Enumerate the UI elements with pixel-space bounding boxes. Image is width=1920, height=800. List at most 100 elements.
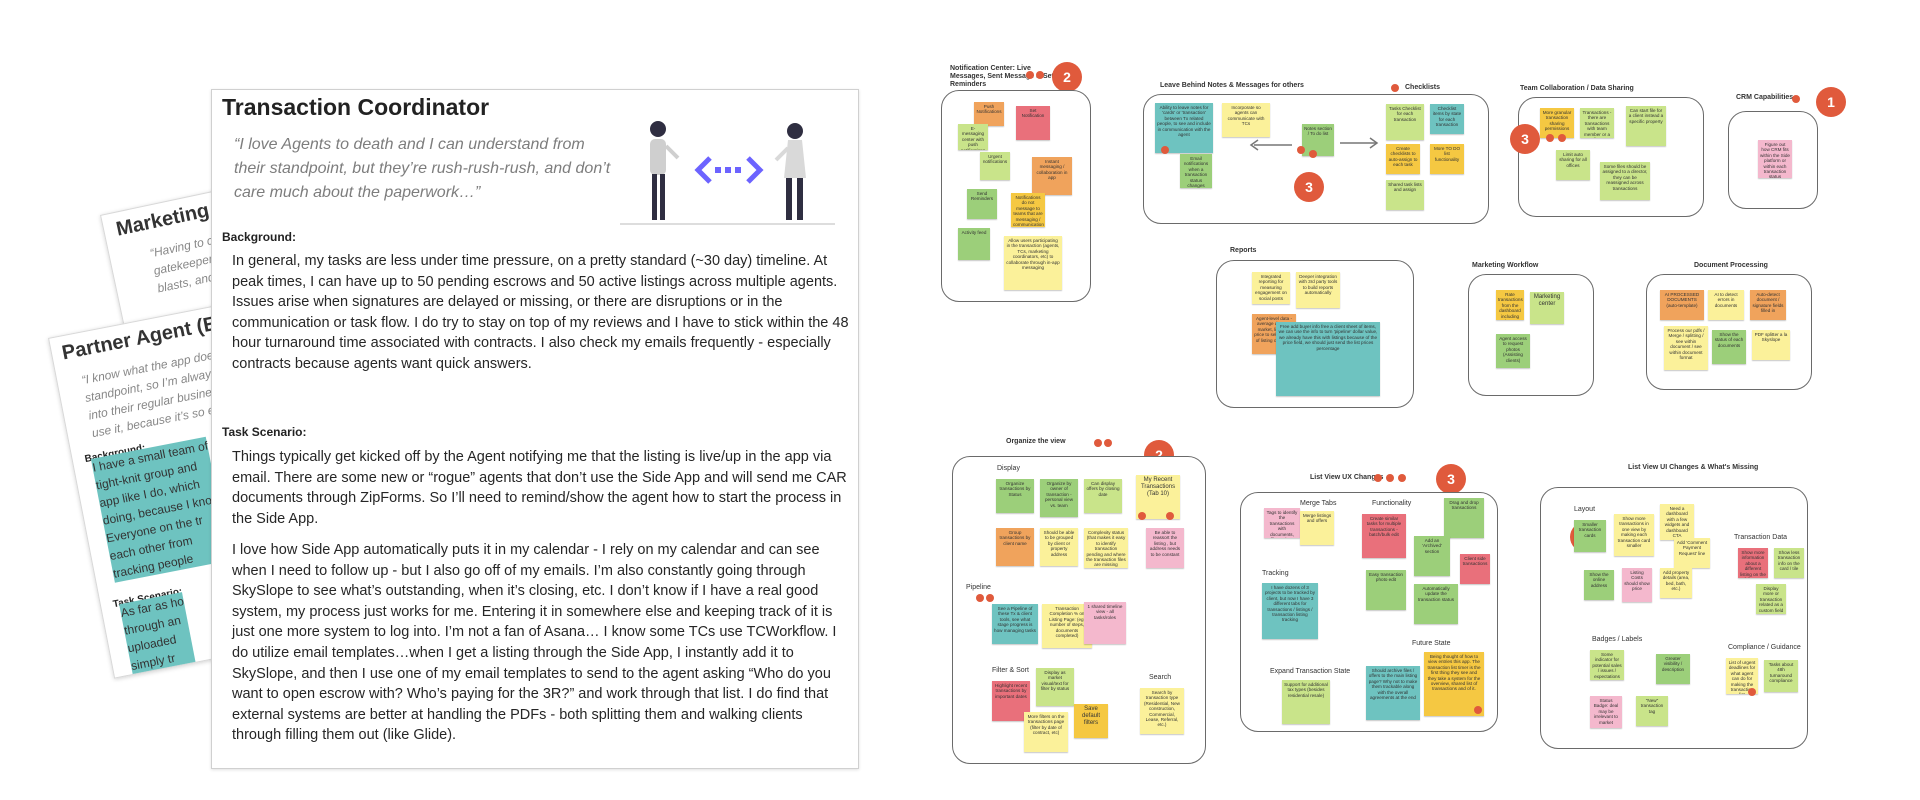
sticky-note: Show more transactions in one view by ma… — [1614, 514, 1654, 556]
vote-dot — [1161, 146, 1169, 154]
priority-badge: 3 — [1436, 464, 1466, 494]
task-text-1: Things typically get kicked off by the A… — [232, 449, 847, 527]
persona-quote: “I know what the app doe standpoint, so … — [80, 347, 215, 441]
sticky-note: Transactions - there are transactions wi… — [1580, 108, 1614, 138]
sticky-note: Automatically update the transaction sta… — [1414, 584, 1458, 624]
sticky-note: Should be able to be grouped by client o… — [1040, 528, 1078, 566]
cluster-title-leave-behind: Leave Behind Notes & Messages for others — [1160, 82, 1304, 89]
sticky-note: Need a dashboard with a few widgets and … — [1660, 504, 1694, 540]
sticky-note: Support for additional tax types (beside… — [1282, 680, 1330, 724]
vote-dot — [1398, 474, 1406, 482]
sticky-note: Ability to leave notes for 'cards' or 't… — [1155, 103, 1213, 153]
sticky-note: I have dozens of 3 projects to be tracke… — [1262, 583, 1318, 639]
sticky-note: Rate transactions from the dashboard inc… — [1496, 290, 1524, 320]
sticky-note: Limit auto sharing for all offices — [1556, 150, 1590, 180]
vote-dot — [1138, 512, 1146, 520]
vote-dot — [1748, 688, 1756, 696]
sticky-note: Allow users participating in the transac… — [1004, 236, 1062, 290]
sticky-note: Free add buyer info free a client sheet … — [1276, 322, 1380, 396]
subheading-display: Display — [997, 465, 1020, 472]
task-text-2: I love how Side App automatically puts i… — [232, 542, 837, 744]
subheading-expand-state: Expand Transaction State — [1270, 668, 1351, 675]
sticky-note: Some indicator for potential sales / iss… — [1590, 650, 1624, 680]
vote-dot — [1546, 134, 1554, 142]
vote-dot — [1558, 134, 1566, 142]
sticky-note: E-messaging center with push notificatio… — [958, 124, 988, 150]
sticky-note: AI to detect errors in documents — [1708, 290, 1744, 320]
sticky-note: Figure out how CRM fits within the Side … — [1758, 140, 1792, 178]
subheading-search: Search — [1149, 674, 1172, 681]
sticky-note: Email notifications when a transaction s… — [1180, 154, 1212, 188]
subheading-tracking: Tracking — [1262, 570, 1289, 577]
sticky-note: More granular transaction sharing permis… — [1540, 108, 1574, 138]
subheading-filter-sort: Filter & Sort — [992, 667, 1029, 674]
sticky-note: Process our pdfs / Merge / splitting / s… — [1664, 326, 1708, 370]
vote-dot — [1026, 71, 1034, 79]
sticky-note: Marketing center — [1530, 292, 1564, 324]
sticky-note: Add an 'Archived' section — [1414, 536, 1450, 576]
cluster-title-list-view-ui: List View UI Changes & What's Missing — [1628, 464, 1759, 471]
sticky-note: "New" transaction tag — [1636, 696, 1668, 726]
sticky-note: Create checklists to auto-assign to each… — [1386, 144, 1420, 174]
sticky-note: Be able to reassort the listing , but ad… — [1146, 528, 1184, 568]
vote-dot — [1374, 474, 1382, 482]
persona-title: Transaction Coordinator — [222, 94, 490, 120]
persona-quote: “I love Agents to death and I can unders… — [234, 136, 611, 201]
sticky-note: AI PROCESSED DOCUMENTS (auto-template) — [1660, 290, 1704, 320]
sticky-note: Display as market visual/text for filter… — [1036, 668, 1074, 706]
vote-dot — [1474, 706, 1482, 714]
sticky-note: Show the status of each documents — [1712, 330, 1746, 364]
sticky-note: 1 shared timeline view - all tasks/roles — [1084, 602, 1126, 644]
sticky-note: Activity feed — [958, 228, 990, 260]
subheading-future-state: Future State — [1412, 640, 1451, 647]
cluster-title-organize: Organize the view — [1006, 438, 1066, 445]
priority-badge: 2 — [1052, 62, 1082, 92]
vote-dot — [1094, 439, 1102, 447]
cluster-title-notification: Notification Center: Live Messages, Sent… — [950, 65, 1054, 88]
sticky-note: Incorporate so agents can communicate wi… — [1222, 103, 1270, 137]
background-text: In general, my tasks are less under time… — [232, 253, 849, 372]
subheading-compliance: Compliance / Guidance — [1728, 644, 1801, 651]
sticky-note: Urgent notifications — [980, 152, 1010, 180]
sticky-note: Display more or transaction related as a… — [1756, 584, 1786, 614]
cluster-title-reports: Reports — [1230, 247, 1257, 254]
sticky-note: Listing Costs should show price — [1622, 568, 1652, 602]
sticky-note: Agent access to request photos (Assistin… — [1496, 334, 1530, 368]
subheading-pipeline: Pipeline — [966, 584, 991, 591]
sticky-note: Tasks about 48h turnaround compliance — [1764, 660, 1798, 692]
sticky-note: Highlight recent transactions by importa… — [992, 681, 1030, 721]
sticky-note: Deeper integration with 3rd party tools … — [1296, 272, 1340, 308]
sticky-note: Transaction Completion % on Listing Page… — [1042, 604, 1092, 648]
arrow-left — [1249, 139, 1292, 151]
vote-dot — [1036, 71, 1044, 79]
sticky-note: See a Pipeline of these Tx & client tool… — [992, 604, 1038, 644]
subheading-merge-tabs: Merge Tabs — [1300, 500, 1337, 507]
sticky-note: Notifications do not message to teams th… — [1011, 193, 1045, 227]
sticky-note: My Recent Transactions (Tab 10) — [1136, 475, 1180, 519]
background-text: I have a small team of tight-knit group … — [90, 436, 231, 583]
sticky-note: Push Notifications — [974, 102, 1004, 126]
sticky-note: Greater visibility / description — [1656, 654, 1690, 684]
sticky-note: Easy transaction photo edit — [1366, 570, 1406, 610]
sticky-note: Tags to identify the transactions with d… — [1264, 508, 1300, 538]
sticky-note: PDF splitter a la Skyslope — [1752, 330, 1790, 360]
cluster-title-marketing: Marketing Workflow — [1472, 262, 1539, 269]
vote-dot — [1104, 439, 1112, 447]
sticky-note: Merge listings and offers — [1300, 511, 1334, 545]
persona-card-transaction-coordinator: Transaction Coordinator “I love Agents t… — [211, 89, 859, 769]
vote-dot — [976, 594, 984, 602]
subheading-functionality: Functionality — [1372, 500, 1412, 507]
sticky-note: Set Notification — [1016, 106, 1050, 140]
priority-badge: 3 — [1294, 172, 1324, 202]
arrow-right — [1340, 137, 1379, 149]
task-heading: Task Scenario: — [222, 425, 307, 439]
vote-dot — [1166, 512, 1174, 520]
priority-badge: 3 — [1510, 124, 1540, 154]
sticky-note: More filters on the transactions page (f… — [1024, 712, 1068, 752]
sticky-note: Should archive files / offers to the mai… — [1366, 666, 1420, 720]
sticky-note: Show less transaction info on the card /… — [1774, 548, 1804, 578]
sticky-note: Organize by owner of transaction - perso… — [1040, 479, 1078, 517]
vote-dot — [1386, 474, 1394, 482]
vote-dot — [1309, 150, 1317, 158]
sticky-note: Can display offers by closing date — [1084, 479, 1122, 513]
